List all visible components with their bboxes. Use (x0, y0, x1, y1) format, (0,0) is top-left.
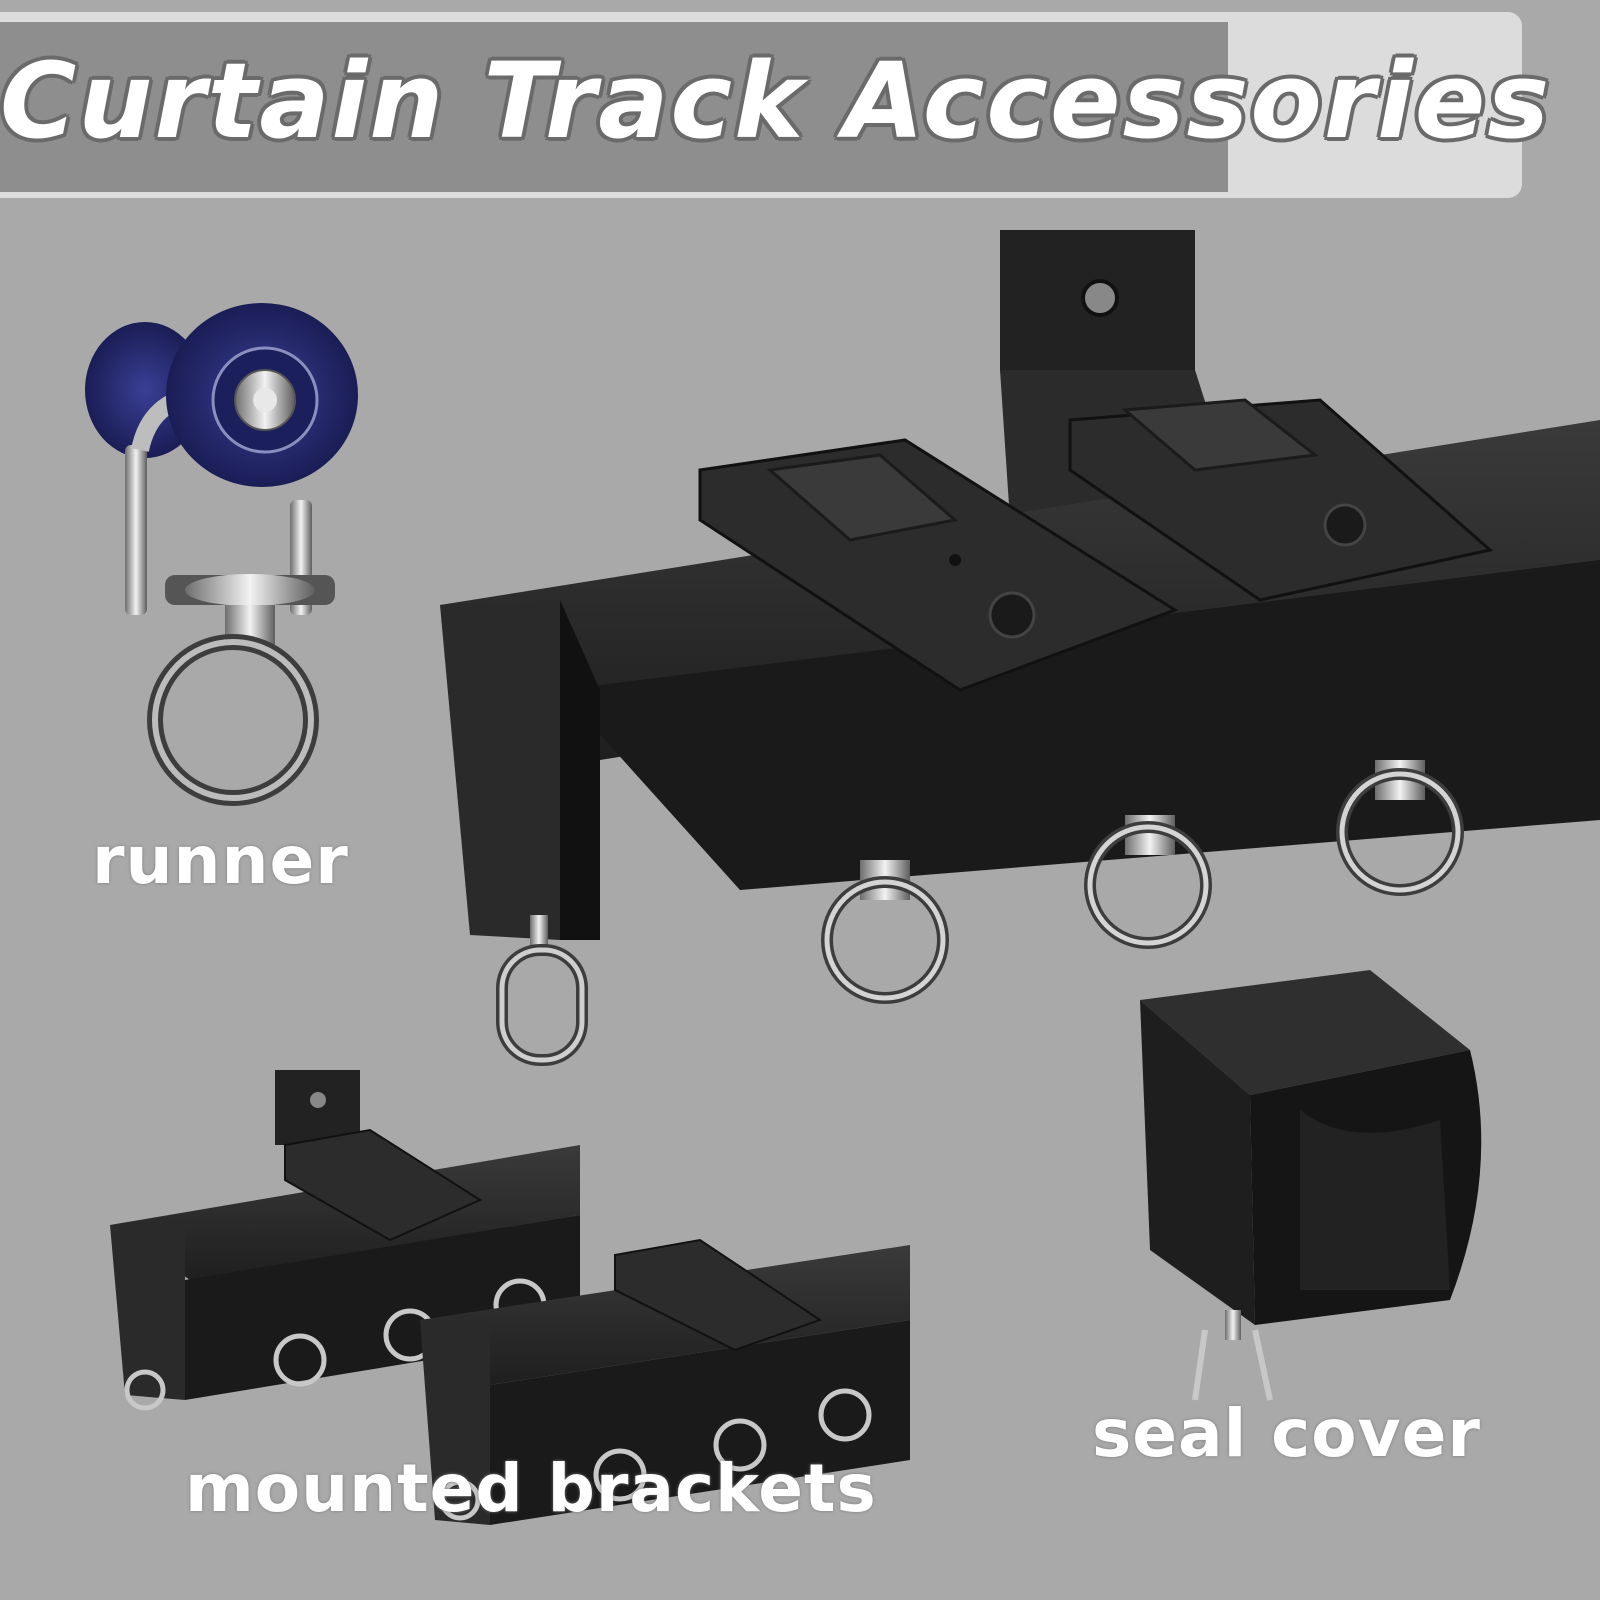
page-title: Curtain Track Accessories (0, 40, 1552, 162)
track-runner-ring (1336, 760, 1464, 896)
title-banner-dark (0, 22, 1228, 192)
label-seal-cover: seal cover (1092, 1395, 1481, 1472)
mounted-brackets-image (110, 1070, 910, 1525)
seal-cover-image (1140, 970, 1482, 1401)
track-end-cap (440, 600, 560, 940)
label-mounted-brackets: mounted brackets (185, 1450, 877, 1527)
end-hook-ring (496, 944, 588, 1066)
track-runner-ring (1084, 815, 1212, 949)
track-runner-ring (821, 860, 949, 1004)
main-track-image (440, 230, 1600, 1066)
runner-image (85, 303, 358, 806)
label-runner: runner (92, 822, 349, 899)
